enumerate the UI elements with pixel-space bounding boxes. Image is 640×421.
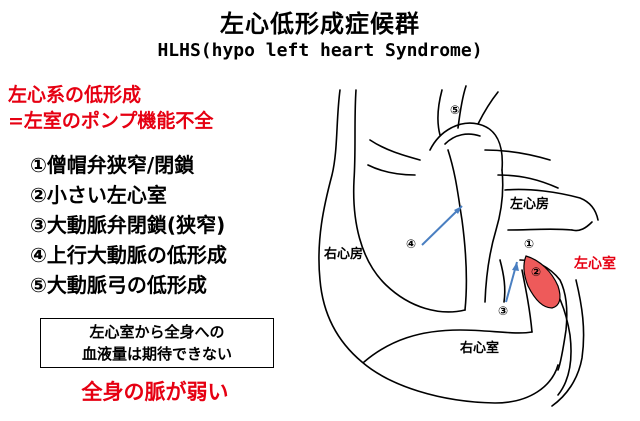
list-item: ①僧帽弁狭窄/閉鎖 xyxy=(30,153,195,177)
arrow-4-head xyxy=(454,206,462,214)
label-left-atrium: 左心房 xyxy=(510,196,549,212)
list-item: ⑤大動脈弓の低形成 xyxy=(30,273,207,297)
list-item: ②小さい左心室 xyxy=(30,183,167,207)
marker-2: ② xyxy=(531,265,541,279)
definition-line-2: =左室のポンプ機能不全 xyxy=(8,110,214,132)
page-title: 左心低形成症候群 xyxy=(220,10,420,38)
aortic-arch xyxy=(429,122,504,171)
note-line: 左心室から全身への xyxy=(89,323,225,341)
marker-1: ① xyxy=(524,237,534,251)
heart-diagram: 右心房 左心房 右心室 左心室 ⑤ ④ ① ② ③ xyxy=(318,85,616,407)
arrow-3-head xyxy=(512,262,519,271)
left-atrium-outline xyxy=(504,188,599,221)
feature-list: ①僧帽弁狭窄/閉鎖 ②小さい左心室 ③大動脈弁閉鎖(狭窄) ④上行大動脈の低形成… xyxy=(30,150,227,300)
label-left-ventricle: 左心室 xyxy=(573,255,616,272)
marker-5: ⑤ xyxy=(450,103,460,117)
note-line: 血液量は期待できない xyxy=(81,345,232,363)
right-heart-outline xyxy=(318,89,559,404)
list-item: ③大動脈弁閉鎖(狭窄) xyxy=(30,213,226,237)
conclusion-text: 全身の脈が弱い xyxy=(81,380,229,404)
label-right-atrium: 右心房 xyxy=(323,246,363,262)
marker-3: ③ xyxy=(498,304,508,318)
list-item: ④上行大動脈の低形成 xyxy=(30,243,227,267)
left-ventricle-shape xyxy=(523,255,561,309)
pulmonary-artery xyxy=(447,149,468,311)
page-subtitle: HLHS(hypo left heart Syndrome) xyxy=(157,40,483,61)
note-box: 左心室から全身への 血液量は期待できない xyxy=(40,318,274,368)
marker-4: ④ xyxy=(406,237,416,251)
arrow-4 xyxy=(421,205,463,246)
label-right-ventricle: 右心室 xyxy=(459,340,499,356)
definition-line-1: 左心系の低形成 xyxy=(8,84,142,106)
